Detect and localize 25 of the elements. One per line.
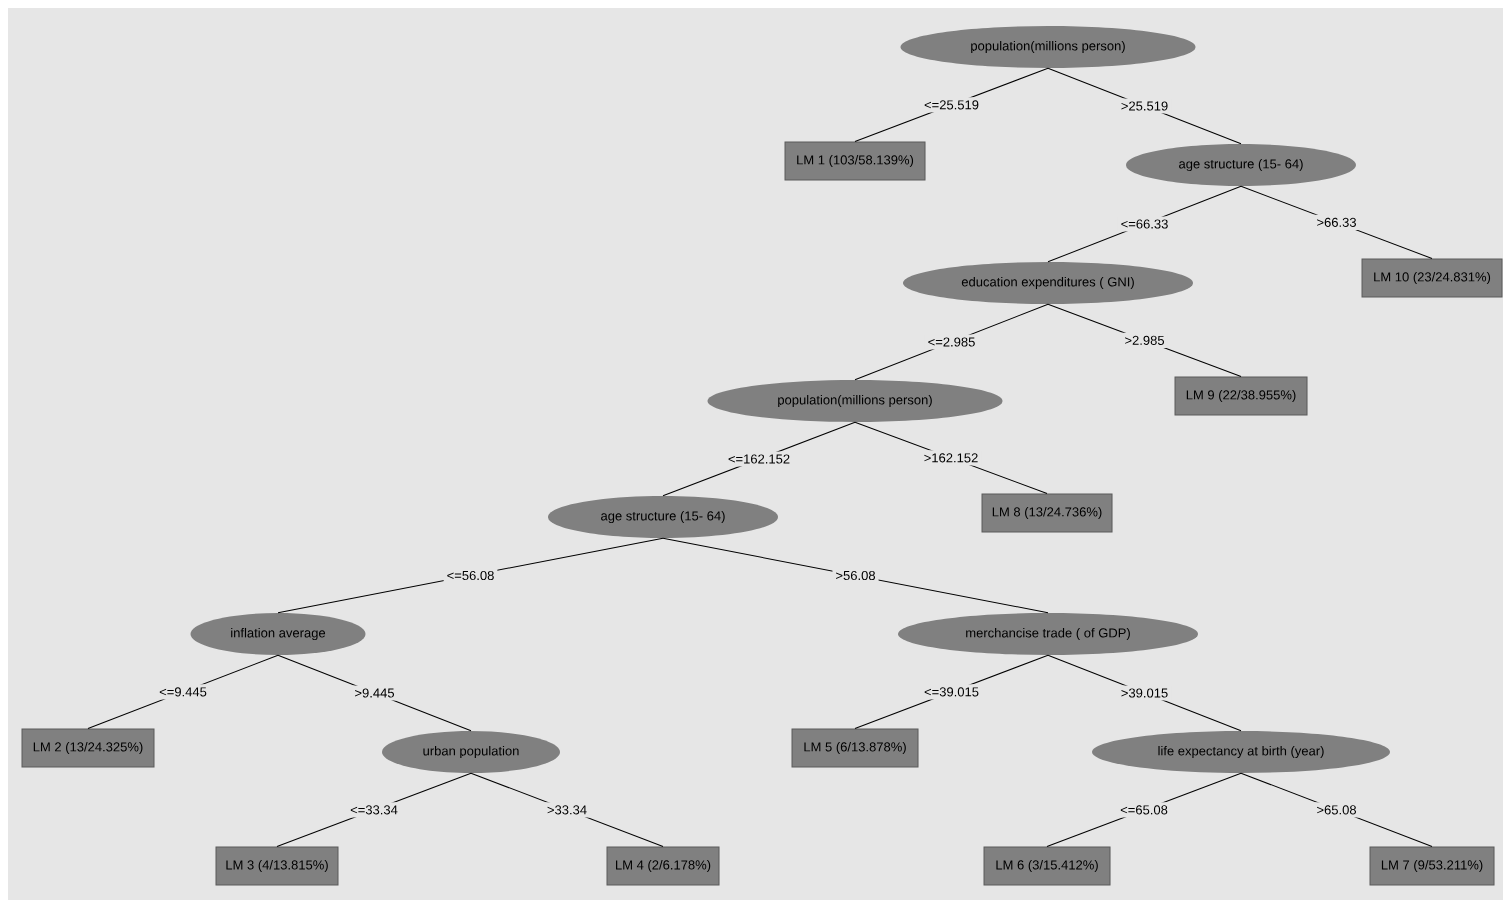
edge-label: <=9.445 (156, 684, 210, 700)
edge-label: >39.015 (1117, 685, 1172, 701)
leaf-box: LM 4 (2/6.178%) (606, 846, 720, 886)
edge-label: >65.08 (1313, 802, 1360, 818)
leaf-box: LM 3 (4/13.815%) (215, 846, 339, 886)
edge-label: <=65.08 (1117, 802, 1171, 818)
tree-branch (662, 537, 1049, 614)
edge-label: <=33.34 (347, 802, 401, 818)
edge-label: >162.152 (920, 450, 982, 466)
edge-label: <=66.33 (1117, 216, 1172, 232)
leaf-box: LM 10 (23/24.831%) (1361, 258, 1503, 298)
leaf-box: LM 5 (6/13.878%) (791, 728, 919, 768)
edge-label: >25.519 (1117, 98, 1172, 114)
edge-label: <=39.015 (921, 684, 982, 700)
edge-label: >9.445 (351, 685, 398, 701)
leaf-box: LM 6 (3/15.412%) (983, 846, 1111, 886)
leaf-box: LM 9 (22/38.955%) (1174, 376, 1308, 416)
edge-label: <=25.519 (921, 97, 982, 113)
leaf-box: LM 8 (13/24.736%) (981, 493, 1113, 533)
edge-label: <=2.985 (924, 334, 979, 350)
leaf-box: LM 2 (13/24.325%) (21, 728, 155, 768)
edge-label: >33.34 (543, 802, 591, 818)
leaf-box: LM 1 (103/58.139%) (784, 141, 926, 181)
leaf-box: LM 7 (9/53.211%) (1369, 846, 1495, 886)
edge-label: <=162.152 (724, 451, 794, 467)
